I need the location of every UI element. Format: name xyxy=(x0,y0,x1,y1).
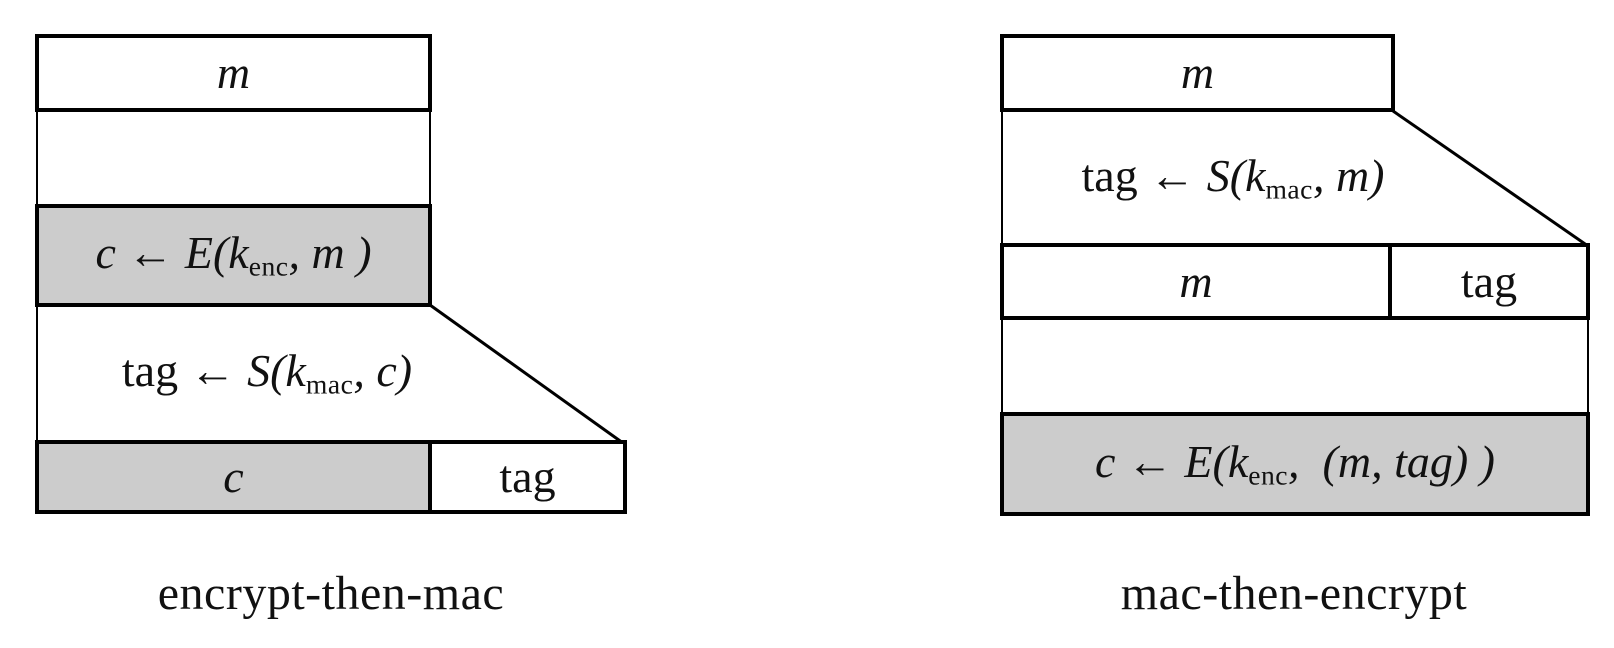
tag-label: tag xyxy=(499,451,556,502)
encrypt-expression: c ← E(kenc, m ) xyxy=(95,227,372,283)
ciphertext-label: c xyxy=(223,451,244,502)
encrypt-expression: c ← E(kenc, (m, tag) ) xyxy=(1094,435,1496,491)
right-encrypt-box: c ← E(kenc, (m, tag) ) xyxy=(1000,412,1590,516)
message-label: m xyxy=(1180,47,1215,98)
right-mid-tag-box: tag xyxy=(1388,243,1590,320)
message-label: m xyxy=(1179,255,1213,307)
left-tag-expression: tag ← S(kmac, c) xyxy=(121,344,413,400)
left-message-box: m xyxy=(35,34,432,112)
left-output-tag-box: tag xyxy=(428,440,627,514)
left-connector-lower xyxy=(36,305,38,442)
left-connector-upper xyxy=(36,110,431,206)
message-label: m xyxy=(216,47,251,98)
right-connector-upper xyxy=(1001,110,1003,245)
right-tag-expression: tag ← S(kmac, m) xyxy=(1081,149,1385,205)
right-caption: mac-then-encrypt xyxy=(1120,566,1468,620)
left-output-c-box: c xyxy=(35,440,432,514)
left-encrypt-box: c ← E(kenc, m ) xyxy=(35,204,432,307)
right-connector-lower xyxy=(1001,318,1589,414)
right-mid-m-box: m xyxy=(1000,243,1392,320)
right-message-box: m xyxy=(1000,34,1395,112)
left-caption: encrypt-then-mac xyxy=(157,566,505,620)
tag-label: tag xyxy=(1460,255,1518,307)
